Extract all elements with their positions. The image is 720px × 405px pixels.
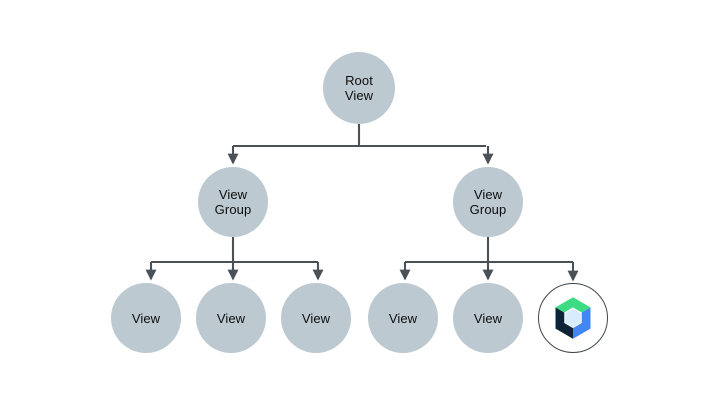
node-view-4-label: View: [388, 310, 418, 326]
node-view-group-left-label: View Group: [214, 187, 252, 217]
node-view-2[interactable]: View: [196, 283, 266, 353]
node-view-4[interactable]: View: [368, 283, 438, 353]
node-view-5[interactable]: View: [453, 283, 523, 353]
node-view-3-label: View: [301, 310, 331, 326]
node-view-5-label: View: [473, 310, 503, 326]
node-view-2-label: View: [216, 310, 246, 326]
node-view-1[interactable]: View: [111, 283, 181, 353]
jetpack-compose-icon: [555, 297, 591, 339]
node-compose[interactable]: [538, 283, 608, 353]
node-root-view[interactable]: Root View: [323, 52, 395, 124]
node-view-group-left[interactable]: View Group: [198, 167, 268, 237]
node-view-1-label: View: [131, 310, 161, 326]
node-view-3[interactable]: View: [281, 283, 351, 353]
node-view-group-right-label: View Group: [469, 187, 507, 217]
node-view-group-right[interactable]: View Group: [453, 167, 523, 237]
node-root-view-label: Root View: [344, 73, 374, 103]
